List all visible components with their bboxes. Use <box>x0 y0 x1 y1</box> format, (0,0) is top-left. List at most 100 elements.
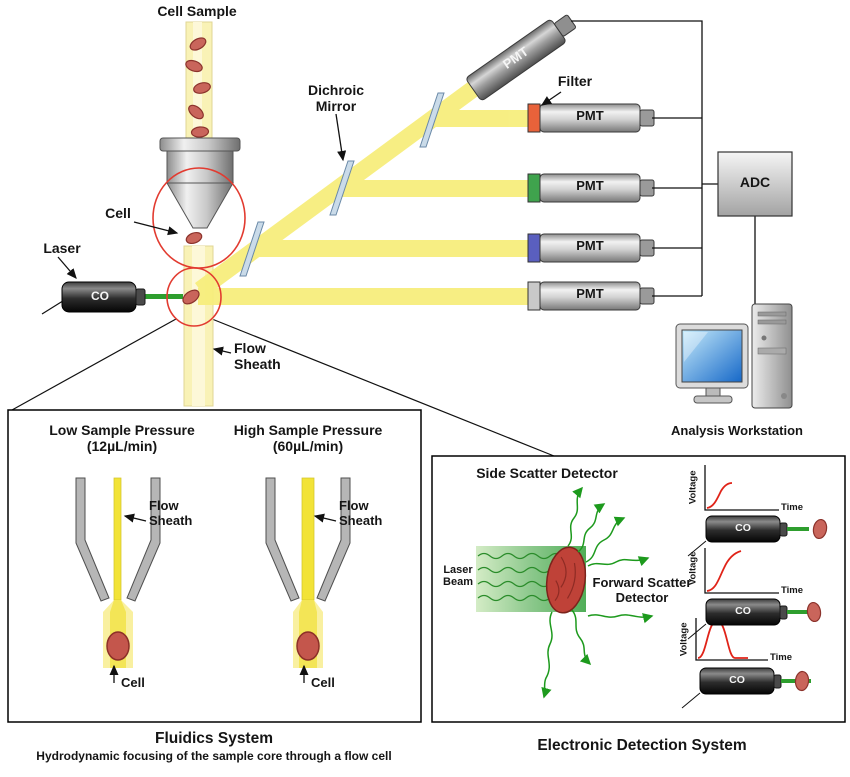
forward-scatter-label-line1: Forward Scatter <box>592 575 692 590</box>
forward-scatter-arrow-2 <box>587 613 654 624</box>
low-pressure-label-line1: Low Sample Pressure <box>49 422 195 438</box>
pulse-curve-2 <box>706 550 742 592</box>
low-pressure-label: Low Sample Pressure (12µL/min) <box>42 422 202 454</box>
mini-laser-1 <box>687 515 828 557</box>
dichroic-mirrors <box>239 92 445 277</box>
fluidics-caption-title: Fluidics System <box>154 730 273 747</box>
pmt-2 <box>527 173 655 203</box>
pmt-top <box>466 14 577 101</box>
sample-cells <box>185 37 211 138</box>
flow-sheath-high-label: Flow Sheath <box>339 498 397 528</box>
mirror-1 <box>419 92 445 148</box>
beam-forward <box>198 288 530 305</box>
scatter-cell <box>545 546 587 614</box>
pmt-3 <box>527 233 655 263</box>
signal-wires <box>571 20 756 304</box>
beam-horizontal-2 <box>342 180 530 197</box>
cell-sample-label: Cell Sample <box>157 3 237 19</box>
mini-laser-2 <box>687 598 822 640</box>
voltage-axis-label-3: Voltage <box>678 622 690 657</box>
flow-sheath-label-line2: Sheath <box>234 355 281 372</box>
forward-scatter-arrow-1 <box>587 556 650 567</box>
forward-scatter-label-line2: Detector <box>615 589 669 605</box>
time-axis-label-3: Time <box>770 652 793 663</box>
cell-low <box>106 631 130 661</box>
laser-arrow <box>57 256 77 279</box>
laser-label: Laser <box>43 240 81 256</box>
mini-laser-3-co-text: CO <box>729 674 745 686</box>
high-pressure-label-line1: High Sample Pressure <box>233 422 383 438</box>
voltage-axis-label-1: Voltage <box>687 470 699 505</box>
pulse-curve-1 <box>706 482 733 509</box>
pmt-4 <box>527 281 655 311</box>
time-axis-label-2: Time <box>781 585 804 596</box>
filter-arrow <box>540 91 562 106</box>
cell-at-nozzle <box>185 231 203 245</box>
flow-sheath-high-label-line2: Sheath <box>339 512 383 528</box>
cell-low-label: Cell <box>121 675 145 690</box>
adc-box <box>717 151 793 217</box>
mini-cell-3 <box>794 670 810 692</box>
laser-beam-green <box>143 294 183 299</box>
dichroic-mirror-label-line2: Mirror <box>315 97 357 114</box>
end-cap <box>527 281 541 311</box>
low-pressure-label-line2: (12µL/min) <box>86 437 158 454</box>
laser-beam-label-line1: Laser <box>443 564 473 576</box>
high-pressure-label-line2: (60µL/min) <box>272 437 344 454</box>
funnel-low-pressure <box>75 477 161 668</box>
mini-beam-1 <box>787 527 809 531</box>
fluidics-box <box>7 409 422 723</box>
pmt-1 <box>527 103 655 133</box>
flow-sheath-low-arrow <box>123 513 147 523</box>
side-scatter-label: Side Scatter Detector <box>476 465 618 481</box>
graph-1 <box>704 465 779 511</box>
mini-beam-2 <box>787 610 811 614</box>
mini-laser-1-co-text: CO <box>735 522 751 534</box>
laser-device <box>41 281 146 315</box>
nozzle <box>159 137 241 229</box>
mini-cell-2 <box>806 601 822 623</box>
electronic-caption-title: Electronic Detection System <box>537 737 747 754</box>
beam-horizontal-3 <box>252 240 530 257</box>
filter-red <box>527 103 541 133</box>
flow-sheath-arrow <box>212 346 232 356</box>
dichroic-mirror-label: Dichroic Mirror <box>300 82 372 114</box>
adc-label: ADC <box>739 174 771 190</box>
side-scatter-arrow-1 <box>567 486 583 547</box>
computer-tower <box>751 303 793 409</box>
down-right-scatter-arrow <box>571 609 592 666</box>
filter-label: Filter <box>557 73 593 89</box>
mini-laser-3 <box>681 667 811 709</box>
laser-beam-label: Laser Beam <box>437 564 479 589</box>
monitor <box>675 323 749 404</box>
time-axis-label-1: Time <box>781 502 804 513</box>
flow-sheath-low-label: Flow Sheath <box>149 498 207 528</box>
dichroic-mirror-label-line1: Dichroic <box>307 82 364 98</box>
pmt-2-label: PMT <box>576 178 604 193</box>
side-scatter-arrow-2 <box>577 503 606 553</box>
mirror-3 <box>239 221 265 277</box>
fluidics-caption-subtitle: Hydrodynamic focusing of the sample core… <box>36 749 392 763</box>
highlight-circle-beam <box>166 267 222 327</box>
filter-blue <box>527 233 541 263</box>
filter-green <box>527 173 541 203</box>
mini-cell-1 <box>812 518 828 540</box>
graph-2 <box>704 548 779 594</box>
fluidics-arrows <box>109 513 337 683</box>
laser-co-text: CO <box>91 289 109 303</box>
callout-lines <box>11 318 555 457</box>
dichroic-arrow <box>335 113 347 162</box>
cell-arrow <box>133 221 179 236</box>
flow-sheath-low-label-line2: Sheath <box>149 512 193 528</box>
pmt-4-label: PMT <box>576 286 604 301</box>
cell-label: Cell <box>105 205 131 221</box>
forward-scatter-label: Forward Scatter Detector <box>578 575 706 605</box>
flow-sheath-high-label-line1: Flow <box>339 498 369 513</box>
down-scatter-arrow <box>541 611 553 699</box>
analysis-workstation-label: Analysis Workstation <box>671 423 803 438</box>
flow-sheath-label-line1: Flow <box>234 340 266 356</box>
beam-horizontal-1 <box>432 110 530 127</box>
side-scatter-arrow-3 <box>585 516 626 563</box>
mini-laser-2-co-text: CO <box>735 605 751 617</box>
